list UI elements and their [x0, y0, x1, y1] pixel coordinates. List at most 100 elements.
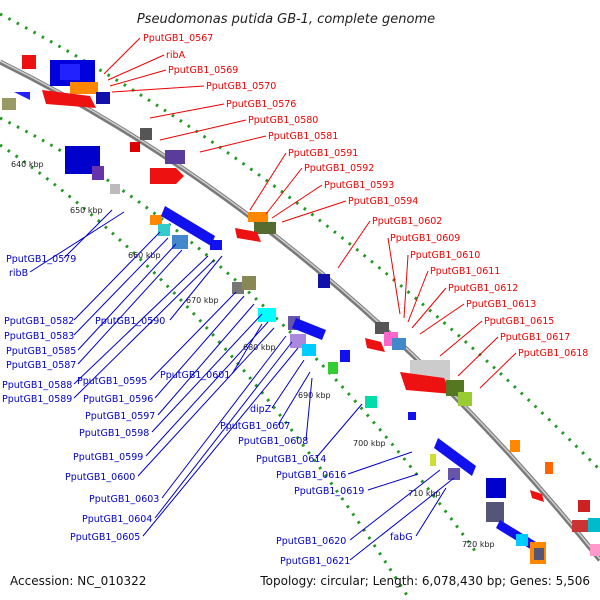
- gene-block[interactable]: [400, 372, 452, 394]
- gene-label[interactable]: PputGB1_0599: [73, 452, 143, 463]
- gene-label[interactable]: PputGB1_0608: [238, 436, 308, 447]
- gene-block[interactable]: [150, 215, 162, 225]
- gene-label[interactable]: fabG: [390, 532, 413, 543]
- gene-block[interactable]: [110, 184, 120, 194]
- gene-block[interactable]: [545, 462, 553, 474]
- gene-label[interactable]: PputGB1_0615: [484, 316, 554, 327]
- gene-block[interactable]: [375, 322, 389, 334]
- gene-block[interactable]: [392, 338, 406, 350]
- gene-block[interactable]: [232, 282, 244, 294]
- gene-label[interactable]: PputGB1_0619: [294, 486, 364, 497]
- gene-block[interactable]: [158, 224, 170, 236]
- gene-label[interactable]: PputGB1_0618: [518, 348, 588, 359]
- gene-label[interactable]: PputGB1_0582: [4, 316, 74, 327]
- gene-block[interactable]: [510, 440, 520, 452]
- gene-label[interactable]: PputGB1_0583: [4, 331, 74, 342]
- gene-block[interactable]: [235, 228, 261, 242]
- gene-block[interactable]: [92, 166, 104, 180]
- gene-block[interactable]: [140, 128, 152, 140]
- gene-label[interactable]: PputGB1_0588: [2, 380, 72, 391]
- gene-block[interactable]: [328, 362, 338, 374]
- gene-label[interactable]: PputGB1_0605: [70, 532, 140, 543]
- gene-label[interactable]: PputGB1_0598: [79, 428, 149, 439]
- gene-block[interactable]: [130, 142, 140, 152]
- gene-block[interactable]: [210, 240, 222, 250]
- gene-label[interactable]: PputGB1_0569: [168, 65, 238, 76]
- gene-label[interactable]: PputGB1_0581: [268, 131, 338, 142]
- gene-label[interactable]: PputGB1_0576: [226, 99, 296, 110]
- gene-label[interactable]: PputGB1_0600: [65, 472, 135, 483]
- gene-block[interactable]: [248, 212, 268, 222]
- gene-block[interactable]: [292, 318, 326, 340]
- gene-label[interactable]: PputGB1_0611: [430, 266, 500, 277]
- gene-label[interactable]: PputGB1_0591: [288, 148, 358, 159]
- gene-block[interactable]: [365, 396, 377, 408]
- gene-label[interactable]: PputGB1_0579: [6, 254, 76, 265]
- gene-label[interactable]: PputGB1_0570: [206, 81, 276, 92]
- gene-label[interactable]: PputGB1_0620: [276, 536, 346, 547]
- gene-block[interactable]: [572, 520, 588, 532]
- gene-label[interactable]: PputGB1_0607: [220, 421, 290, 432]
- gene-label[interactable]: PputGB1_0587: [6, 360, 76, 371]
- kbp-label: 700 kbp: [353, 439, 386, 448]
- gene-block[interactable]: [318, 274, 330, 288]
- gene-block[interactable]: [70, 82, 98, 94]
- gene-block[interactable]: [165, 150, 185, 164]
- gene-label[interactable]: ribA: [166, 50, 186, 61]
- gene-label[interactable]: PputGB1_0604: [82, 514, 152, 525]
- gene-label[interactable]: PputGB1_0596: [83, 394, 153, 405]
- gene-label[interactable]: PputGB1_0613: [466, 299, 536, 310]
- gene-label[interactable]: PputGB1_0580: [248, 115, 318, 126]
- gene-label[interactable]: PputGB1_0590: [95, 316, 165, 327]
- gene-label[interactable]: PputGB1_0593: [324, 180, 394, 191]
- gene-block[interactable]: [96, 92, 110, 104]
- gene-label[interactable]: PputGB1_0567: [143, 33, 213, 44]
- gene-label[interactable]: PputGB1_0601: [160, 370, 230, 381]
- gene-block[interactable]: [486, 502, 504, 522]
- gene-block[interactable]: [534, 548, 544, 560]
- gene-block[interactable]: [340, 350, 350, 362]
- gene-label[interactable]: PputGB1_0589: [2, 394, 72, 405]
- gene-label[interactable]: PputGB1_0614: [256, 454, 326, 465]
- gene-block[interactable]: [42, 90, 96, 108]
- genome-backbone-highlight: [0, 60, 600, 560]
- gene-block[interactable]: [590, 544, 600, 556]
- gene-label[interactable]: PputGB1_0602: [372, 216, 442, 227]
- gene-label[interactable]: ribB: [9, 268, 28, 279]
- gene-block[interactable]: [578, 500, 590, 512]
- gene-label[interactable]: PputGB1_0595: [77, 376, 147, 387]
- gene-label[interactable]: dipZ: [250, 404, 272, 415]
- gene-block[interactable]: [430, 454, 436, 466]
- gene-block[interactable]: [408, 412, 416, 420]
- gene-label[interactable]: PputGB1_0592: [304, 163, 374, 174]
- gene-label[interactable]: PputGB1_0616: [276, 470, 346, 481]
- gene-label[interactable]: PputGB1_0617: [500, 332, 570, 343]
- gene-block[interactable]: [2, 98, 16, 110]
- gene-label[interactable]: PputGB1_0585: [6, 346, 76, 357]
- gene-block[interactable]: [161, 206, 215, 246]
- gene-block[interactable]: [516, 534, 528, 546]
- gene-block[interactable]: [448, 468, 460, 480]
- gene-block[interactable]: [242, 276, 256, 290]
- gene-block[interactable]: [60, 64, 80, 80]
- gene-block[interactable]: [588, 518, 600, 532]
- gene-block[interactable]: [150, 168, 184, 184]
- gene-label[interactable]: PputGB1_0594: [348, 196, 418, 207]
- gene-block[interactable]: [14, 92, 30, 100]
- gene-label[interactable]: PputGB1_0603: [89, 494, 159, 505]
- gene-block[interactable]: [365, 338, 385, 352]
- gene-label[interactable]: PputGB1_0609: [390, 233, 460, 244]
- gene-block[interactable]: [172, 235, 188, 249]
- gene-block[interactable]: [22, 55, 36, 69]
- gene-label[interactable]: PputGB1_0621: [280, 556, 350, 567]
- gene-block[interactable]: [486, 478, 506, 498]
- gene-block[interactable]: [458, 392, 472, 406]
- gene-label[interactable]: PputGB1_0612: [448, 283, 518, 294]
- gene-label[interactable]: PputGB1_0610: [410, 250, 480, 261]
- gene-label[interactable]: PputGB1_0597: [85, 411, 155, 422]
- gene-block[interactable]: [258, 308, 276, 322]
- gene-block[interactable]: [254, 222, 276, 234]
- gene-block[interactable]: [434, 438, 476, 476]
- gene-block[interactable]: [302, 344, 316, 356]
- gene-block[interactable]: [530, 490, 544, 502]
